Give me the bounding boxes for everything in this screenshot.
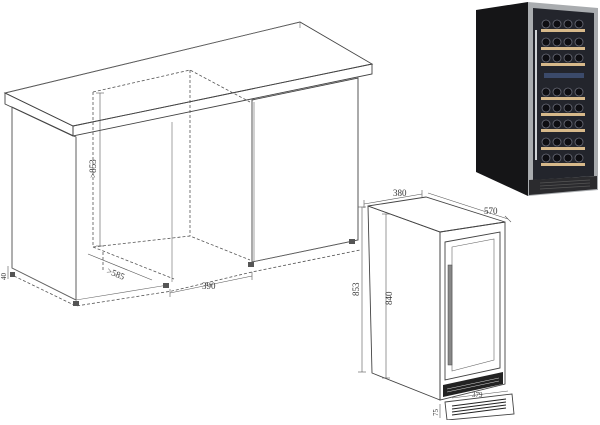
cabinet-foot (163, 283, 169, 288)
cooler-grille (443, 372, 503, 397)
niche-outline (92, 92, 175, 280)
foot-gap-label: 40 (0, 273, 8, 281)
cooler-front (439, 221, 506, 401)
wine-bottle (541, 19, 551, 29)
wine-bottle (563, 119, 573, 129)
countertop-top (3, 21, 374, 127)
grille-width-label: 379 (472, 391, 483, 399)
wine-bottle (541, 53, 551, 63)
wine-bottle (552, 53, 562, 63)
wine-shelf (541, 147, 585, 150)
wine-bottle (574, 119, 584, 129)
unit-width-label: 380 (393, 188, 407, 198)
wine-bottle (541, 103, 551, 113)
niche-height-label: >853 (88, 159, 98, 178)
wine-bottle (541, 153, 551, 163)
cabinet-foot (248, 262, 254, 267)
countertop-front-edge (4, 92, 74, 137)
wine-shelf (541, 29, 585, 32)
wine-bottle (563, 37, 573, 47)
wine-bottle (541, 137, 551, 147)
wine-bottle (541, 87, 551, 97)
wine-shelf (541, 129, 585, 132)
cooler-door (444, 231, 501, 381)
wine-bottle (563, 19, 573, 29)
wine-bottle (541, 119, 551, 129)
unit-height-body-label: 840 (384, 291, 394, 305)
wine-bottle (563, 87, 573, 97)
wine-bottle (552, 137, 562, 147)
wine-bottle (574, 153, 584, 163)
wine-bottle (563, 53, 573, 63)
wine-shelf (541, 113, 585, 116)
wine-bottle (574, 53, 584, 63)
grille-depth-label: 75 (432, 409, 440, 417)
wine-bottle (552, 19, 562, 29)
wine-bottle (574, 103, 584, 113)
door-handle (447, 264, 453, 366)
wine-bottle (574, 19, 584, 29)
wine-bottle (541, 37, 551, 47)
wine-bottle (552, 103, 562, 113)
wine-bottle (574, 87, 584, 97)
wine-bottle (563, 103, 573, 113)
wine-bottle (574, 37, 584, 47)
wine-bottle (552, 153, 562, 163)
cooler-control-display (544, 73, 584, 78)
wine-bottle (563, 153, 573, 163)
wine-bottle (552, 37, 562, 47)
wine-shelf (541, 97, 585, 100)
wine-shelf (541, 47, 585, 50)
wine-bottle (563, 137, 573, 147)
unit-depth-label: 570 (484, 206, 498, 216)
cabinet-foot (10, 272, 15, 277)
wine-bottle (552, 87, 562, 97)
niche-width-label: 390 (202, 281, 216, 291)
wine-bottle (552, 119, 562, 129)
wine-bottle (574, 137, 584, 147)
cooler-glass-door (533, 8, 594, 180)
cooler-side-panel (476, 2, 528, 196)
wine-cooler-line-drawing: 380 570 853 840 379 75 (351, 188, 515, 421)
cabinet-foot (73, 301, 79, 306)
left-cabinet-side (11, 106, 77, 301)
niche-depth-label: >585 (105, 266, 126, 282)
wine-shelf (541, 163, 585, 166)
unit-height-total-label: 853 (351, 282, 361, 296)
cabinet-foot (349, 239, 355, 244)
base-vent-plate (444, 393, 515, 421)
wine-cooler-photo (476, 2, 598, 196)
wine-shelf (541, 63, 585, 66)
countertop-side-edge (72, 63, 373, 137)
cooler-side (367, 205, 441, 401)
kitchen-counter-drawing: >853 >585 390 40 (0, 21, 374, 307)
wine-shelves (541, 19, 585, 166)
right-cabinet (251, 77, 359, 263)
